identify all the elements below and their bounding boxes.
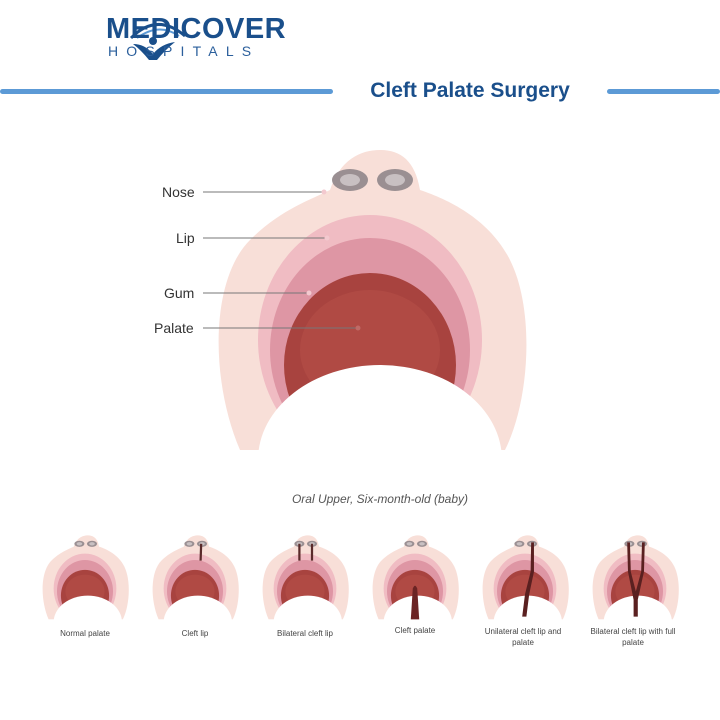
label-nose: Nose <box>162 184 195 200</box>
variant-bilateral-cleft-lip-art <box>257 535 353 649</box>
variant-bilateral-full-art <box>587 535 683 649</box>
variant-label: Unilateral cleft lip and palate <box>484 627 562 647</box>
person-arc-icon <box>129 23 186 60</box>
variant-label: Bilateral cleft lip with full palate <box>590 627 676 647</box>
page-title: Cleft Palate Surgery <box>370 79 570 102</box>
label-lip: Lip <box>176 230 195 246</box>
brand-subtitle: HOSPITALS <box>108 43 260 59</box>
variant-label: Bilateral cleft lip <box>276 629 334 638</box>
label-leader-lines <box>203 191 358 329</box>
leader-dots <box>306 189 361 331</box>
variant-cleft-lip-art <box>147 535 243 649</box>
label-palate: Palate <box>154 320 194 336</box>
variant-label: Cleft palate <box>394 626 436 635</box>
divider-left <box>0 89 333 94</box>
variant-label: Normal palate <box>60 629 110 638</box>
label-gum: Gum <box>164 285 195 301</box>
variant-unilateral-cleft-art <box>477 535 573 649</box>
variant-label: Cleft lip <box>181 629 209 638</box>
diagram-caption: Oral Upper, Six-month-old (baby) <box>291 492 469 506</box>
brand-name: MEDICOVER <box>106 13 287 45</box>
divider-right <box>607 89 720 94</box>
variant-cleft-palate-art <box>367 535 463 649</box>
